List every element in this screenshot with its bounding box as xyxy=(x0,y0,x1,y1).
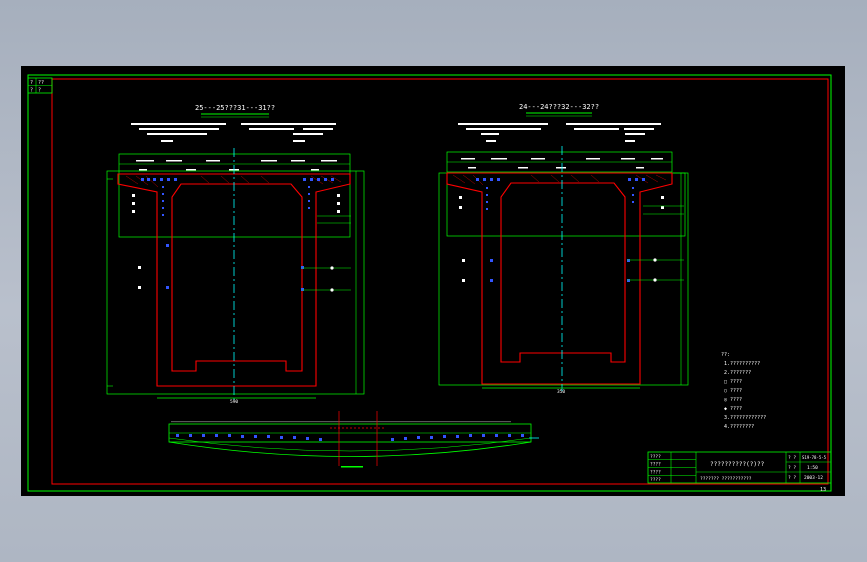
tb-key-1: ? ? xyxy=(788,455,796,461)
tb-key-3: ? ? xyxy=(788,475,796,481)
left-cross-section[interactable]: 25---25???31---31?? xyxy=(106,104,365,405)
rev-cell-1: ? xyxy=(30,80,33,86)
note-7: 3.???????????? xyxy=(724,415,766,421)
left-box-girder-cell xyxy=(171,183,303,372)
note-5: ◎ ???? xyxy=(724,397,742,403)
elevation-ducts xyxy=(176,434,524,441)
sheet-number: 13 xyxy=(820,487,826,493)
right-box-girder-cell xyxy=(500,182,626,363)
tb-key-2: ? ? xyxy=(788,465,796,471)
girder-elevation[interactable] xyxy=(168,411,539,468)
cad-drawing-sheet[interactable]: ? ?? ? ? 25---25???31---31?? xyxy=(21,66,845,496)
note-6: ◆ ???? xyxy=(724,406,742,412)
right-tendons xyxy=(476,178,645,282)
right-bottom-dim: 350 xyxy=(557,389,565,395)
rev-cell-3: ? xyxy=(30,88,33,94)
title-block[interactable]: ???? ???? ???? ???? ??????????(?)?? ????… xyxy=(647,451,832,493)
note-3: □ ???? xyxy=(724,379,742,385)
drawing-subtitle: ??????? ??????????? xyxy=(700,476,752,482)
note-2: 2.??????? xyxy=(724,370,751,376)
left-tendons xyxy=(141,178,334,291)
note-4: ○ ???? xyxy=(724,388,742,394)
tb-label-3: ???? xyxy=(650,470,661,476)
tb-label-2: ???? xyxy=(650,462,661,468)
drawing-canvas[interactable]: ? ?? ? ? 25---25???31---31?? xyxy=(21,66,845,496)
drawing-scale: 1:50 xyxy=(807,465,818,471)
revision-box: ? ?? ? ? xyxy=(27,77,53,94)
notes-heading: ??: xyxy=(721,352,730,358)
note-8: 4.???????? xyxy=(724,424,754,430)
left-bottom-dim: 590 xyxy=(230,399,238,405)
outer-border xyxy=(27,74,832,492)
left-header-text xyxy=(131,123,336,142)
drawing-title: ??????????(?)?? xyxy=(710,461,765,468)
rev-cell-2: ?? xyxy=(38,80,44,86)
tb-label-4: ???? xyxy=(650,477,661,483)
drawing-number: S19-78-5-5 xyxy=(802,455,827,460)
tb-label-1: ???? xyxy=(650,454,661,460)
right-cross-section[interactable]: 24---24???32---32?? xyxy=(438,103,689,395)
left-section-title: 25---25???31---31?? xyxy=(195,104,275,112)
note-1: 1.?????????? xyxy=(724,361,760,367)
right-header-text xyxy=(458,123,661,142)
right-section-title: 24---24???32---32?? xyxy=(519,103,599,111)
inner-border xyxy=(51,78,829,485)
rev-cell-4: ? xyxy=(38,88,41,94)
right-box-girder-outline xyxy=(446,172,673,385)
left-box-girder-outline xyxy=(117,173,351,387)
drawing-date: 2003·12 xyxy=(804,475,823,481)
notes-block: ??: 1.?????????? 2.??????? □ ???? ○ ????… xyxy=(721,352,766,430)
